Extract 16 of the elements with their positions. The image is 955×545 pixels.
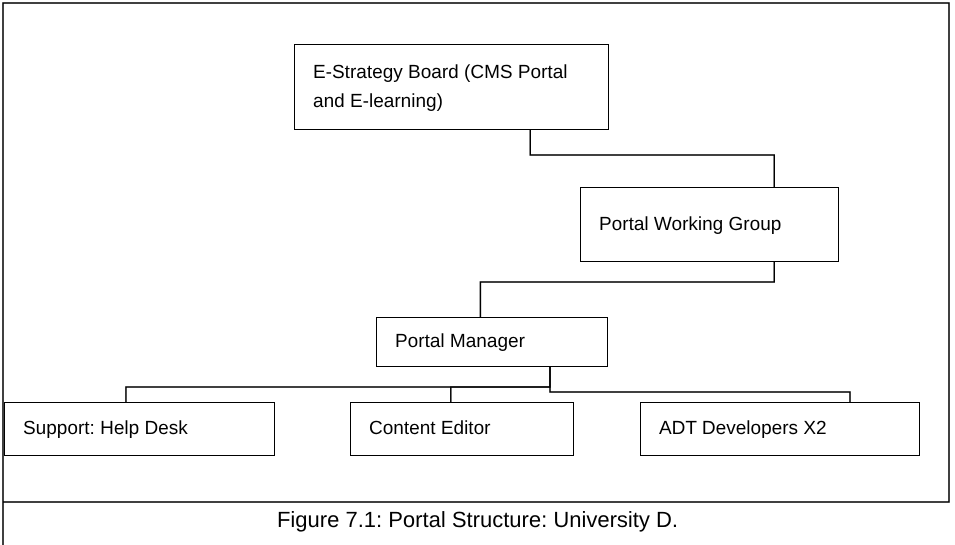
- figure-caption: Figure 7.1: Portal Structure: University D.: [276, 507, 680, 533]
- box-label: Portal Working Group: [599, 212, 782, 237]
- box-label: ADT Developers X2: [659, 417, 827, 442]
- box-label: Support: Help Desk: [23, 417, 188, 442]
- connector-line: [530, 130, 775, 187]
- org-box: [376, 317, 608, 367]
- box-label: Content Editor: [369, 417, 490, 442]
- connector-line: [480, 262, 775, 317]
- connector-line: [549, 367, 851, 402]
- box-label: Portal Manager: [395, 330, 525, 354]
- org-box: [580, 187, 839, 262]
- org-box: [4, 402, 275, 456]
- org-box: [350, 402, 574, 456]
- box-label: E-Strategy Board (CMS Portal and E-learning): [313, 60, 568, 114]
- org-box: [294, 44, 609, 130]
- org-box: [640, 402, 920, 456]
